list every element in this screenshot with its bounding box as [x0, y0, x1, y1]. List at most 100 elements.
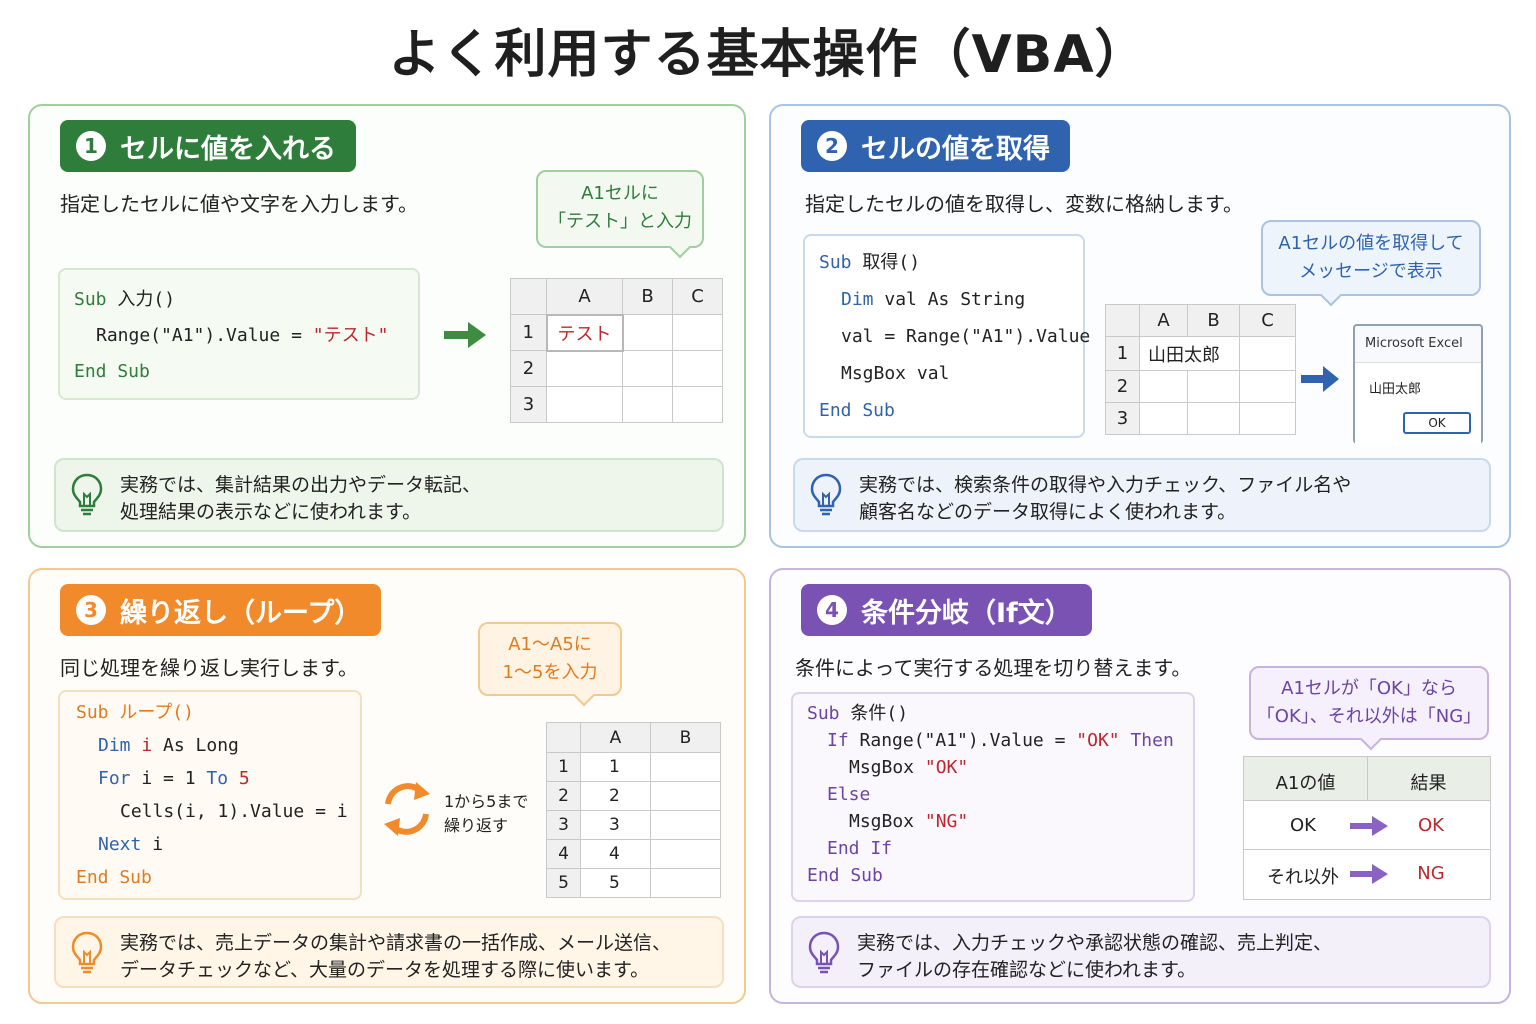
- loop-icon: [384, 782, 430, 836]
- callout-line: 「OK」、それ以外は「NG」: [1256, 706, 1482, 727]
- spreadsheet-grid: A B C 1 テスト 2 3: [510, 278, 723, 423]
- panel-title: 条件分岐（If文）: [861, 597, 1072, 629]
- callout-bubble: A1セルが「OK」なら 「OK」、それ以外は「NG」: [1249, 666, 1489, 740]
- step-number: 2: [817, 131, 847, 161]
- cell[interactable]: 5: [580, 868, 651, 898]
- arrow-right-icon: [444, 322, 486, 348]
- cell[interactable]: [650, 839, 721, 869]
- cell[interactable]: [650, 810, 721, 840]
- cell[interactable]: 1: [580, 752, 651, 782]
- column-header: C: [672, 278, 723, 315]
- tip-line: 実務では、売上データの集計や請求書の一括作成、メール送信、: [120, 932, 672, 954]
- code-block: Sub ループ() Dim i As Long For i = 1 To 5 C…: [58, 690, 362, 900]
- cell[interactable]: [546, 350, 623, 387]
- panel-if-branch: 4 条件分岐（If文） 条件によって実行する処理を切り替えます。 Sub 条件(…: [769, 568, 1511, 1004]
- code-string: "OK": [924, 757, 969, 778]
- code-keyword: For: [98, 768, 131, 789]
- code-keyword: End Sub: [819, 400, 895, 421]
- code-text: val = Range("A1").Value: [841, 326, 1091, 347]
- column-header: A: [1139, 304, 1188, 337]
- tip-box: 実務では、集計結果の出力やデータ転記、 処理結果の表示などに使われます。: [54, 458, 724, 532]
- row-header: 1: [1105, 336, 1140, 371]
- code-keyword: Sub: [74, 289, 107, 310]
- code-number: 5: [228, 768, 250, 789]
- code-text: Cells(i, 1).Value = i: [120, 801, 348, 822]
- code-text: i = 1: [130, 768, 207, 789]
- msgbox-title: Microsoft Excel: [1365, 336, 1463, 351]
- code-keyword: End If: [827, 838, 893, 859]
- code-text: MsgBox val: [841, 363, 950, 384]
- cell[interactable]: [622, 350, 673, 387]
- cell[interactable]: [622, 386, 673, 423]
- panel-set-cell-value: 1 セルに値を入れる 指定したセルに値や文字を入力します。 A1セルに 「テスト…: [28, 104, 746, 548]
- cell[interactable]: [1239, 370, 1296, 403]
- panel-header: 3 繰り返し（ループ）: [60, 584, 382, 636]
- cell[interactable]: [672, 350, 723, 387]
- cell[interactable]: [672, 314, 723, 351]
- row-header: 3: [1105, 402, 1140, 435]
- loop-label: 1から5まで 繰り返す: [444, 790, 528, 838]
- callout-bubble: A1セルの値を取得して メッセージで表示: [1261, 220, 1481, 296]
- code-keyword: End Sub: [76, 867, 152, 888]
- cell[interactable]: [650, 781, 721, 811]
- cell[interactable]: [650, 868, 721, 898]
- ok-button[interactable]: OK: [1403, 412, 1471, 434]
- column-header: A: [546, 278, 623, 315]
- tip-line: データチェックなど、大量のデータを処理する際に使います。: [120, 959, 650, 981]
- code-keyword: End Sub: [74, 361, 150, 382]
- cell[interactable]: [1187, 402, 1240, 435]
- cell[interactable]: [672, 386, 723, 423]
- cell[interactable]: [1239, 336, 1296, 371]
- code-block: Sub 取得() Dim val As String val = Range("…: [803, 234, 1091, 438]
- code-block: Sub 条件() If Range("A1").Value = "OK" The…: [791, 692, 1195, 902]
- code-keyword: End Sub: [807, 865, 883, 886]
- cell[interactable]: 2: [580, 781, 651, 811]
- row-header: 4: [546, 839, 581, 869]
- callout-line: 「テスト」と入力: [548, 211, 692, 232]
- table-header: 結果: [1410, 773, 1447, 794]
- cell[interactable]: [650, 752, 721, 782]
- panel-description: 同じ処理を繰り返し実行します。: [60, 656, 358, 680]
- arrow-right-icon: [1350, 816, 1388, 836]
- lightbulb-icon: [71, 473, 103, 516]
- callout-line: A1〜A5に: [508, 634, 592, 655]
- loop-label-line: 1から5まで: [444, 792, 529, 811]
- row-header: 3: [510, 386, 547, 423]
- corner-cell: [1105, 304, 1140, 337]
- cell[interactable]: 3: [580, 810, 651, 840]
- panel-loop: 3 繰り返し（ループ） 同じ処理を繰り返し実行します。 A1〜A5に 1〜5を入…: [28, 568, 746, 1004]
- row-header: 5: [546, 868, 581, 898]
- cell-a1[interactable]: テスト: [545, 313, 624, 352]
- column-header: B: [622, 278, 673, 315]
- cell-a1[interactable]: 山田太郎: [1139, 336, 1240, 371]
- code-text: As Long: [152, 735, 239, 756]
- tip-line: ファイルの存在確認などに使われます。: [857, 959, 1197, 981]
- code-keyword: Dim: [841, 289, 874, 310]
- column-header: B: [1187, 304, 1240, 337]
- table-header: A1の値: [1275, 773, 1336, 794]
- code-keyword: Else: [827, 784, 871, 805]
- callout-line: A1セルが「OK」なら: [1281, 678, 1457, 699]
- code-keyword: Then: [1119, 730, 1174, 751]
- panel-header: 2 セルの値を取得: [801, 120, 1070, 172]
- cell[interactable]: [1187, 370, 1240, 403]
- panel-title: 繰り返し（ループ）: [120, 597, 362, 629]
- step-number: 3: [76, 595, 106, 625]
- loop-label-line: 繰り返す: [444, 816, 509, 835]
- msgbox-dialog: Microsoft Excel 山田太郎 OK: [1353, 324, 1483, 444]
- code-keyword: To: [206, 768, 229, 789]
- cell[interactable]: [622, 314, 673, 351]
- row-header: 2: [546, 781, 581, 811]
- code-text: 入力(): [106, 289, 176, 310]
- cell[interactable]: [1139, 370, 1188, 403]
- panel-title: セルに値を入れる: [120, 133, 336, 165]
- cell[interactable]: [1239, 402, 1296, 435]
- tip-line: 実務では、検索条件の取得や入力チェック、ファイル名や: [859, 474, 1352, 496]
- cell[interactable]: 4: [580, 839, 651, 869]
- lightbulb-icon: [71, 931, 103, 974]
- code-variable: i: [130, 735, 153, 756]
- cell[interactable]: [1139, 402, 1188, 435]
- result-table: A1の値 結果 OK OK それ以外 NG: [1243, 756, 1491, 900]
- cell[interactable]: [546, 386, 623, 423]
